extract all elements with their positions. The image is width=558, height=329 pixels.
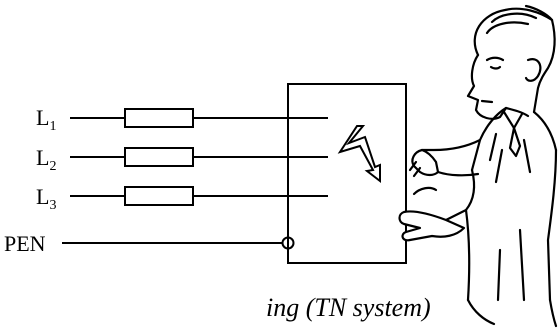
pen-conductor	[62, 236, 295, 250]
fuse-l2	[124, 147, 194, 167]
pen-label: PEN	[4, 231, 46, 256]
fault-lightning-icon	[337, 125, 381, 184]
person-illustration	[398, 4, 558, 328]
appliance-enclosure	[287, 83, 407, 264]
caption: ing (TN system)	[266, 293, 431, 322]
phase-label-l3: L3	[36, 184, 56, 213]
fuse-l3	[124, 186, 194, 206]
fuse-l1	[124, 108, 194, 128]
phase-label-l2: L2	[36, 145, 56, 174]
phase-label-l1: L1	[36, 105, 56, 134]
